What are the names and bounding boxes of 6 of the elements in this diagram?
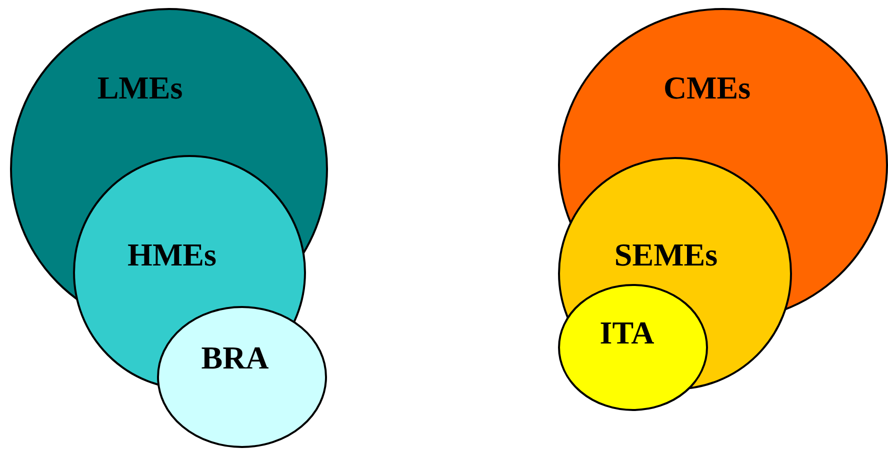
- set-label: CMEs: [663, 70, 751, 106]
- set-label: SEMEs: [614, 236, 718, 274]
- set-label: BRA: [201, 340, 269, 376]
- set-label: ITA: [600, 314, 654, 352]
- set-label: LMEs: [97, 70, 183, 106]
- set-label: HMEs: [128, 236, 216, 274]
